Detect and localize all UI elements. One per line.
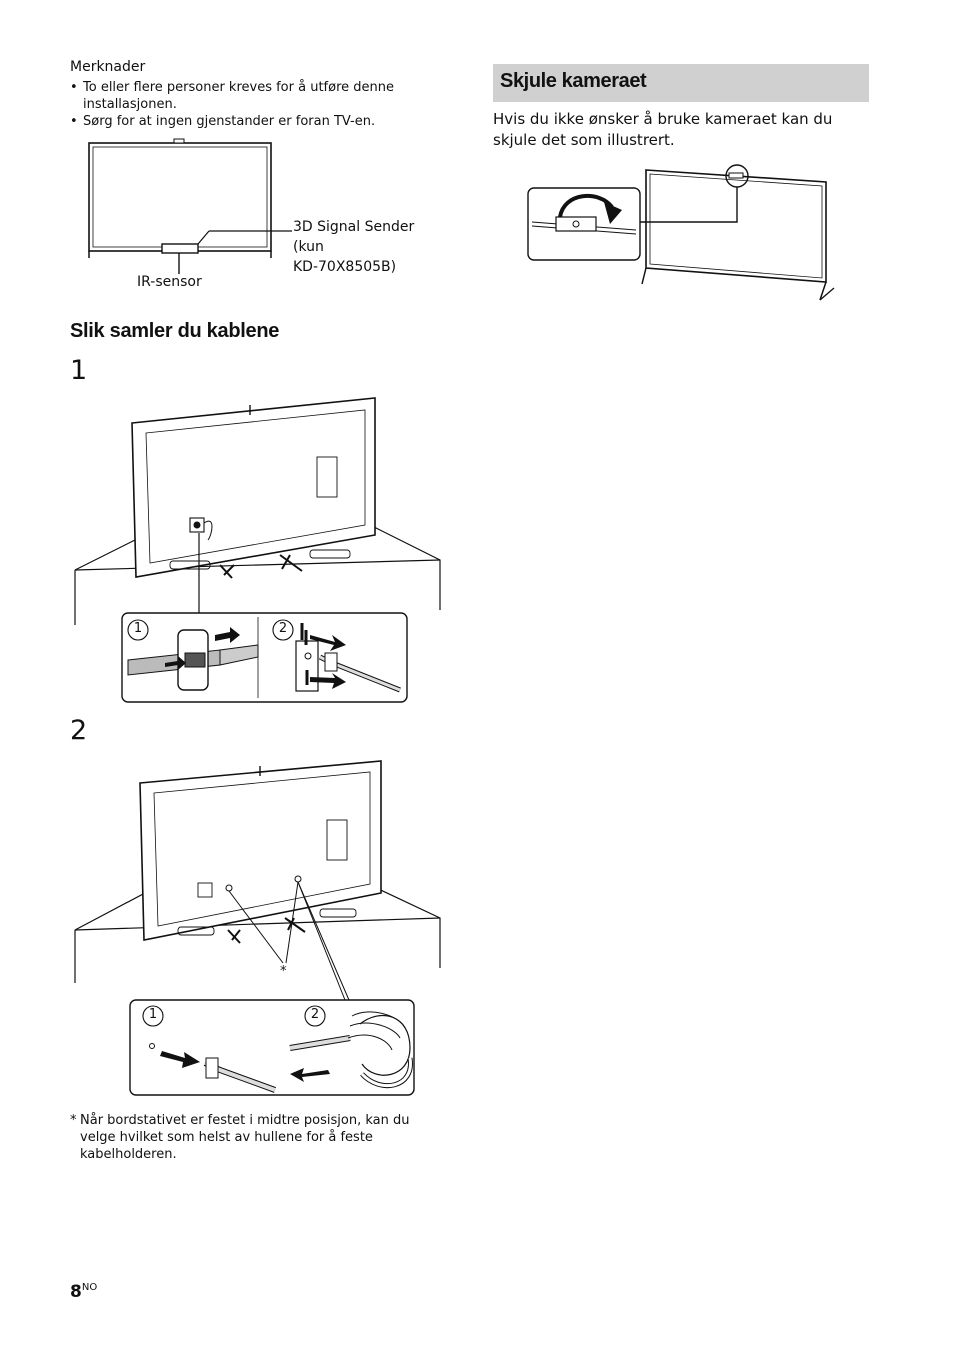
- callout-number-1: 1: [148, 1007, 158, 1022]
- callout-number-2: 2: [310, 1007, 320, 1022]
- notes-list: To eller flere personer kreves for å utf…: [70, 79, 450, 130]
- asterisk-marker: *: [280, 964, 287, 979]
- callout-number-1: 1: [133, 621, 143, 636]
- tv-back-illustration-step2: [74, 760, 441, 1096]
- footnote-text: Når bordstativet er festet i midtre posi…: [80, 1113, 410, 1162]
- callout-number-2: 2: [278, 621, 288, 636]
- step-number-1: 1: [70, 355, 88, 386]
- cables-heading: Slik samler du kablene: [70, 320, 280, 342]
- step-number-2: 2: [70, 715, 88, 746]
- label-ir-sensor: IR-sensor: [137, 274, 202, 290]
- notes-title: Merknader: [70, 59, 146, 75]
- note-item: Sørg for at ingen gjenstander er foran T…: [70, 113, 450, 130]
- camera-heading: Skjule kameraet: [500, 70, 647, 92]
- label-3d-signal-sender: 3D Signal Sender (kun KD-70X8505B): [293, 219, 415, 275]
- camera-hide-illustration: [527, 164, 835, 301]
- tv-back-illustration-step1: [74, 397, 441, 703]
- footnote: * Når bordstativet er festet i midtre po…: [70, 1112, 430, 1163]
- camera-section-header: Skjule kameraet: [493, 64, 869, 102]
- tv-front-illustration: [88, 138, 292, 274]
- footnote-marker: *: [70, 1113, 77, 1128]
- page-number: 8NO: [70, 1282, 98, 1302]
- camera-intro: Hvis du ikke ønsker å bruke kameraet kan…: [493, 110, 833, 149]
- note-item: To eller flere personer kreves for å utf…: [70, 79, 450, 113]
